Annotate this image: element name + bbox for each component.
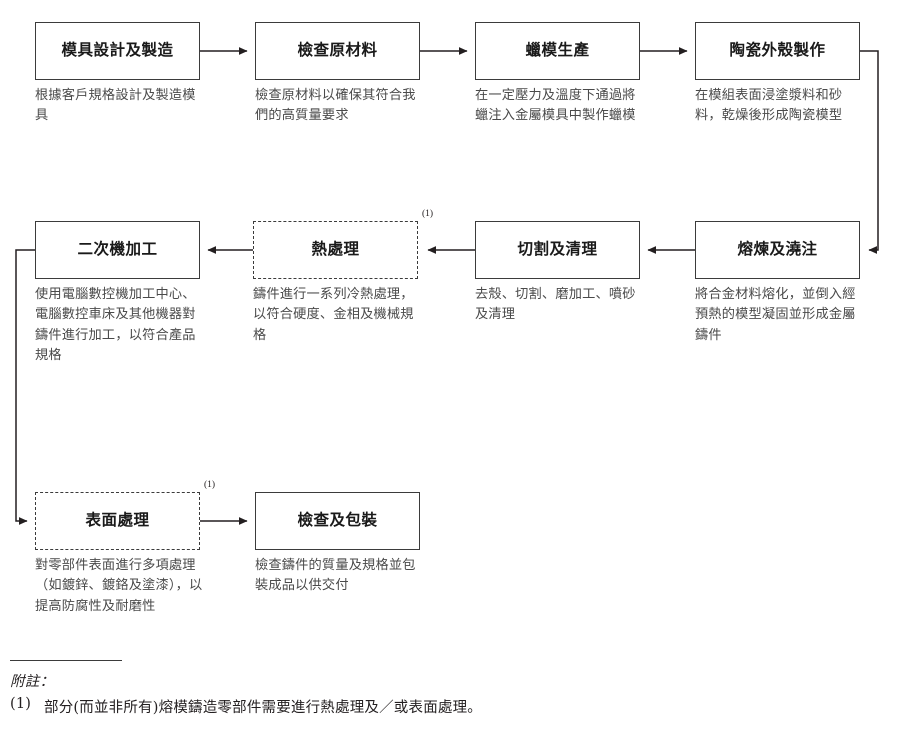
node-box[interactable]: 切割及清理 [475,221,640,279]
node-description: 去殼、切割、磨加工、噴砂及清理 [475,287,636,323]
footnote-divider [10,660,122,661]
node-title: 切割及清理 [517,240,598,259]
footnote-block: 附註： (1) 部分(而並非所有)熔模鑄造零部件需要進行熱處理及／或表面處理。 [10,660,870,717]
node-description: 對零部件表面進行多項處理（如鍍鋅、鍍鉻及塗漆），以提高防腐性及耐磨性 [35,558,203,614]
node-title: 檢查及包裝 [297,511,378,530]
node-title: 檢查原材料 [297,41,378,60]
node-box[interactable]: 蠟模生產 [475,22,640,80]
node-title: 表面處理 [85,511,150,530]
node-box[interactable]: 檢查原材料 [255,22,420,80]
node-title: 熔煉及澆注 [737,240,818,259]
footnote-marker: (1) [422,209,434,219]
node-box[interactable]: 二次機加工 [35,221,200,279]
node-description: 將合金材料熔化，並倒入經預熱的模型凝固並形成金屬鑄件 [695,287,856,343]
node-title: 熱處理 [311,240,360,259]
node-box[interactable]: 陶瓷外殼製作 [695,22,860,80]
footnote-marker: (1) [204,480,216,490]
node-description: 使用電腦數控機加工中心、電腦數控車床及其他機器對鑄件進行加工，以符合產品規格 [35,287,196,364]
node-description: 檢查原材料以確保其符合我們的高質量要求 [255,88,416,124]
node-box[interactable]: 熔煉及澆注 [695,221,860,279]
node-title: 模具設計及製造 [61,41,174,60]
node-title: 陶瓷外殼製作 [729,41,826,60]
footnote-text: 部分(而並非所有)熔模鑄造零部件需要進行熱處理及／或表面處理。 [44,700,483,716]
node-box[interactable]: 熱處理 [253,221,418,279]
node-description: 根據客戶規格設計及製造模具 [35,88,196,124]
node-box[interactable]: 模具設計及製造 [35,22,200,80]
node-description: 在模組表面浸塗漿料和砂料，乾燥後形成陶瓷模型 [695,88,843,124]
footnote-number: (1) [10,696,32,712]
node-box[interactable]: 檢查及包裝 [255,492,420,550]
node-box[interactable]: 表面處理 [35,492,200,550]
node-description: 檢查鑄件的質量及規格並包裝成品以供交付 [255,558,416,594]
node-description: 在一定壓力及溫度下通過將蠟注入金屬模具中製作蠟模 [475,88,636,124]
node-title: 蠟模生產 [525,41,590,60]
node-description: 鑄件進行一系列冷熱處理，以符合硬度、金相及機械規格 [253,287,414,343]
footnote-item: (1) 部分(而並非所有)熔模鑄造零部件需要進行熱處理及／或表面處理。 [10,696,870,717]
footnote-label: 附註： [10,674,55,690]
node-title: 二次機加工 [77,240,158,259]
